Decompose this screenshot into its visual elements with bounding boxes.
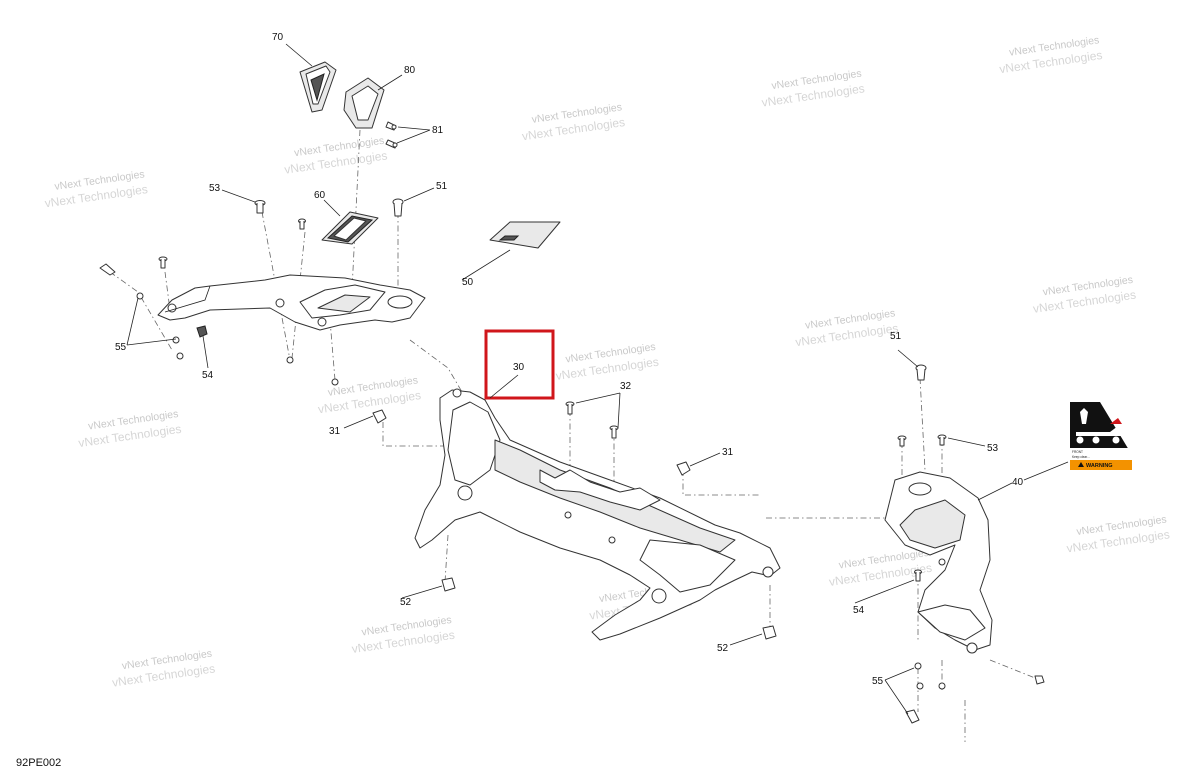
leader-lines — [126, 43, 1069, 715]
callout-50[interactable]: 50 — [462, 277, 474, 288]
diagram-reference-code: 92PE002 — [16, 757, 62, 769]
fasteners-32[interactable] — [565, 401, 619, 439]
fasteners-53-right[interactable] — [897, 434, 947, 447]
nut-52-right[interactable] — [762, 625, 777, 640]
callout-labels: 70 80 81 53 60 51 50 55 54 30 32 31 31 5… — [115, 32, 1024, 687]
callout-31-right[interactable]: 31 — [722, 447, 734, 458]
callout-51-right[interactable]: 51 — [890, 331, 902, 342]
callout-60[interactable]: 60 — [314, 190, 326, 201]
callout-55-left[interactable]: 55 — [115, 342, 127, 353]
callout-52-right[interactable]: 52 — [717, 643, 729, 654]
part-40-right-bracket[interactable] — [884, 471, 993, 654]
part-54-nut-left[interactable] — [196, 325, 208, 338]
fastener-misc-left[interactable] — [99, 218, 339, 386]
callout-52-left[interactable]: 52 — [400, 597, 412, 608]
decal-warning-label: WARNING — [1086, 463, 1113, 469]
part-30-center-frame[interactable] — [414, 388, 781, 641]
assembly-lines — [109, 129, 1036, 742]
callout-51-left[interactable]: 51 — [436, 181, 448, 192]
warning-decal: FRONT Keep clear... WARNING — [1070, 402, 1132, 470]
fastener-51-right[interactable] — [915, 364, 927, 381]
callout-54-left[interactable]: 54 — [202, 370, 214, 381]
callout-81[interactable]: 81 — [432, 125, 444, 136]
fasteners-55-right[interactable] — [905, 662, 1045, 724]
part-50-decal[interactable] — [489, 221, 561, 249]
fastener-31-right[interactable] — [676, 461, 691, 476]
part-80-cover[interactable] — [343, 77, 385, 129]
callout-53-right[interactable]: 53 — [987, 443, 999, 454]
callout-70[interactable]: 70 — [272, 32, 284, 43]
part-70-housing[interactable] — [299, 61, 337, 113]
left-shelf-bracket[interactable] — [157, 274, 426, 331]
fastener-31-left[interactable] — [372, 409, 387, 424]
part-81-screws[interactable] — [385, 121, 398, 149]
callout-80[interactable]: 80 — [404, 65, 416, 76]
decal-line: FRONT — [1072, 450, 1083, 454]
fastener-53-left[interactable] — [254, 200, 266, 214]
part-60-pad[interactable] — [321, 211, 379, 245]
nut-52-left[interactable] — [441, 577, 456, 592]
fastener-54-right[interactable] — [914, 569, 922, 582]
watermark-layer: vNext Technologies vNext Technologies vN… — [44, 34, 1171, 689]
callout-31-left[interactable]: 31 — [329, 426, 341, 437]
callout-30[interactable]: 30 — [513, 362, 525, 373]
decal-line: Keep clear... — [1072, 455, 1090, 459]
callout-32[interactable]: 32 — [620, 381, 632, 392]
callout-55-right[interactable]: 55 — [872, 676, 884, 687]
callout-40[interactable]: 40 — [1012, 477, 1024, 488]
fastener-51-left[interactable] — [392, 198, 404, 217]
callout-53-left[interactable]: 53 — [209, 183, 221, 194]
highlight-box-part-30 — [484, 329, 555, 400]
callout-54-right[interactable]: 54 — [853, 605, 865, 616]
